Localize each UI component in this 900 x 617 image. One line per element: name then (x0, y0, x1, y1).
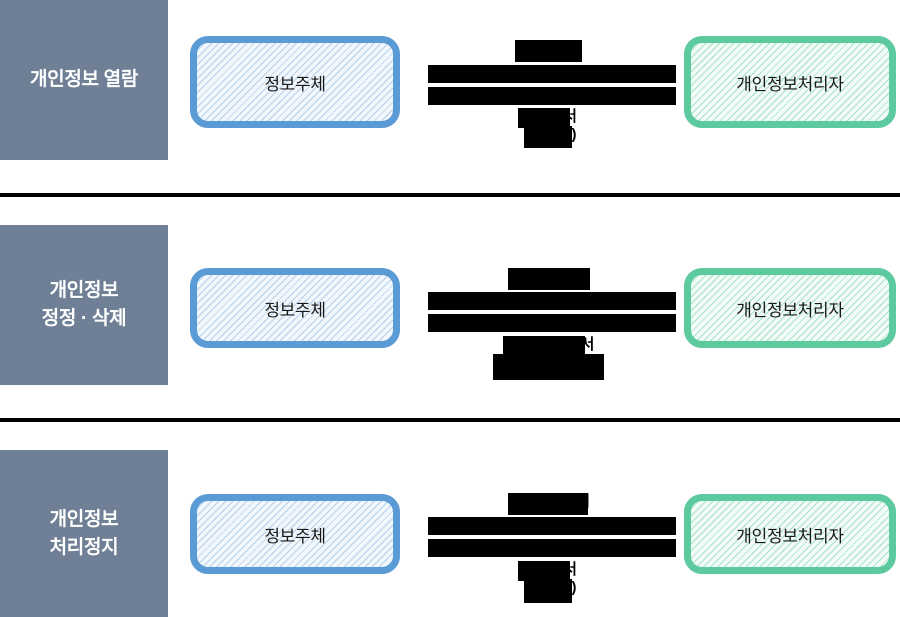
section-category-block-correction: 개인정보 정정 · 삭제 (0, 225, 168, 385)
actor-box-controller-access: 개인정보처리자 (684, 36, 896, 128)
actor-label-subject-suspension: 정보주체 (264, 526, 326, 546)
section-category-block-suspension: 개인정보 처리정지 (0, 450, 168, 617)
flow-arrow-request-correction (428, 292, 676, 310)
section-category-label-suspension: 개인정보 처리정지 (49, 508, 119, 558)
flow-group-suspension: 처■■■■■■서 결■■■서 (1■■■■) (420, 485, 680, 603)
redaction-block-request-correction (508, 268, 590, 290)
redaction-block-request-access (515, 40, 582, 62)
flow-arrow-request-suspension (428, 517, 676, 535)
flow-arrow-response-suspension (428, 539, 676, 557)
actor-box-controller-correction: 개인정보처리자 (684, 268, 896, 348)
redaction-block-response-access-line1 (518, 108, 570, 128)
actor-box-subject-access: 정보주체 (190, 36, 400, 128)
actor-box-controller-suspension: 개인정보처리자 (684, 494, 896, 574)
flow-arrow-response-access (428, 87, 676, 105)
section-divider-2 (0, 418, 900, 422)
actor-box-subject-suspension: 정보주체 (190, 494, 400, 574)
flow-group-correction: 정■■■■■■서 정■■■■■■■서 (420, 260, 680, 380)
redaction-block-request-suspension (508, 493, 588, 515)
actor-label-controller-correction: 개인정보처리자 (736, 300, 844, 320)
actor-box-subject-correction: 정보주체 (190, 268, 400, 348)
section-divider-1 (0, 193, 900, 197)
actor-label-subject-access: 정보주체 (264, 74, 326, 94)
redaction-block-response-suspension-line2 (524, 579, 572, 603)
flow-arrow-response-correction (428, 314, 676, 332)
actor-label-controller-suspension: 개인정보처리자 (736, 526, 844, 546)
section-category-label-correction: 개인정보 정정 · 삭제 (41, 280, 127, 329)
redaction-block-response-suspension-line1 (518, 561, 570, 581)
redaction-block-response-access-line2 (524, 126, 572, 148)
redaction-block-response-correction-line1 (503, 336, 585, 356)
flow-group-access: 열■■■■서 열■■■서 (1■■■■) (420, 30, 680, 150)
redaction-block-response-correction-line2 (493, 354, 604, 380)
section-category-label-access: 개인정보 열람 (29, 69, 139, 91)
section-category-block-access: 개인정보 열람 (0, 0, 168, 160)
actor-label-subject-correction: 정보주체 (264, 300, 326, 320)
flow-arrow-request-access (428, 65, 676, 83)
actor-label-controller-access: 개인정보처리자 (736, 74, 844, 94)
